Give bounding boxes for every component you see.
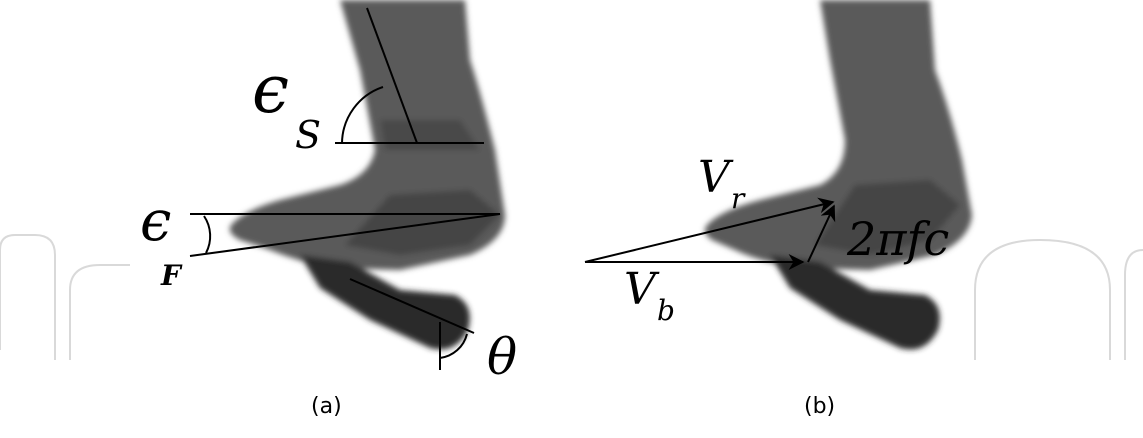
vr-subscript: r [731, 182, 746, 215]
panel-a: ϵ S ϵ F θ (a) [140, 0, 517, 419]
vb-symbol: V [624, 264, 660, 315]
angle-theta [349, 278, 475, 370]
epsilon-f-symbol: ϵ [140, 189, 171, 254]
epsilon-s-subscript: S [295, 113, 321, 157]
vr-symbol: V [698, 152, 734, 203]
velocity-vectors [584, 197, 836, 270]
angle-eps-f [189, 213, 501, 257]
vb-subscript: b [657, 294, 675, 327]
epsilon-f-subscript: F [160, 259, 183, 292]
theta-symbol: θ [487, 328, 517, 386]
angle-eps-s [335, 7, 484, 144]
panel-b-caption: (b) [804, 394, 835, 419]
panel-b: V r V b 2πfc (b) [584, 0, 972, 419]
panel-a-caption: (a) [311, 394, 342, 419]
vr-arrow [584, 197, 835, 263]
rotation-arrow [807, 204, 836, 263]
epsilon-s-symbol: ϵ [252, 51, 289, 128]
bat-body-photo-a [229, 0, 506, 350]
rotation-speed-label: 2πfc [846, 212, 949, 266]
watermark-graphic [0, 234, 1143, 360]
bat-body-photo-b [704, 0, 972, 350]
